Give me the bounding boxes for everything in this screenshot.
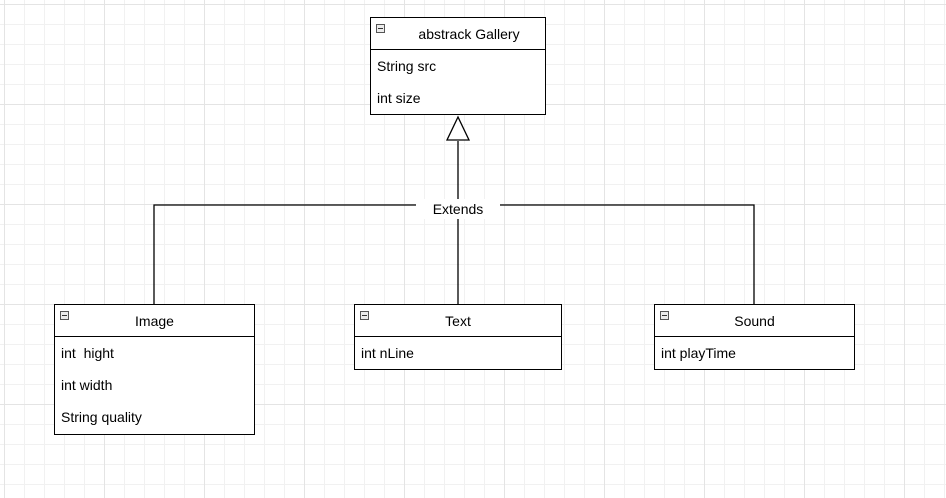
class-gallery-name: abstrack Gallery: [418, 25, 520, 42]
attribute-nline: int nLine: [361, 345, 414, 361]
collapse-icon[interactable]: [376, 24, 385, 33]
class-image-header: Image: [55, 305, 254, 337]
attribute-width: int width: [61, 377, 113, 393]
attribute-hight: int hight: [61, 345, 114, 361]
class-gallery[interactable]: abstrack Gallery String src int size: [370, 17, 546, 115]
class-sound[interactable]: Sound int playTime: [654, 304, 855, 370]
class-gallery-header: abstrack Gallery: [371, 18, 545, 50]
class-image-name: Image: [135, 312, 174, 329]
class-text-header: Text: [355, 305, 561, 337]
collapse-icon[interactable]: [660, 311, 669, 320]
class-text-name: Text: [445, 312, 471, 329]
extends-label: Extends: [416, 199, 500, 219]
edge-to-image: [153, 204, 458, 304]
edge-to-sound: [458, 204, 755, 304]
class-sound-attributes: int playTime: [655, 337, 854, 369]
attribute-quality: String quality: [61, 409, 142, 425]
attribute-size: int size: [377, 90, 421, 106]
inheritance-arrow-icon: [445, 115, 471, 141]
class-text-attributes: int nLine: [355, 337, 561, 369]
class-sound-header: Sound: [655, 305, 854, 337]
attribute-playtime: int playTime: [661, 345, 736, 361]
class-image-attributes: int hight int width String quality: [55, 337, 254, 433]
collapse-icon[interactable]: [360, 311, 369, 320]
class-image[interactable]: Image int hight int width String quality: [54, 304, 255, 435]
collapse-icon[interactable]: [60, 311, 69, 320]
class-gallery-attributes: String src int size: [371, 50, 545, 114]
attribute-src: String src: [377, 58, 437, 74]
class-text[interactable]: Text int nLine: [354, 304, 562, 370]
class-sound-name: Sound: [734, 312, 775, 329]
